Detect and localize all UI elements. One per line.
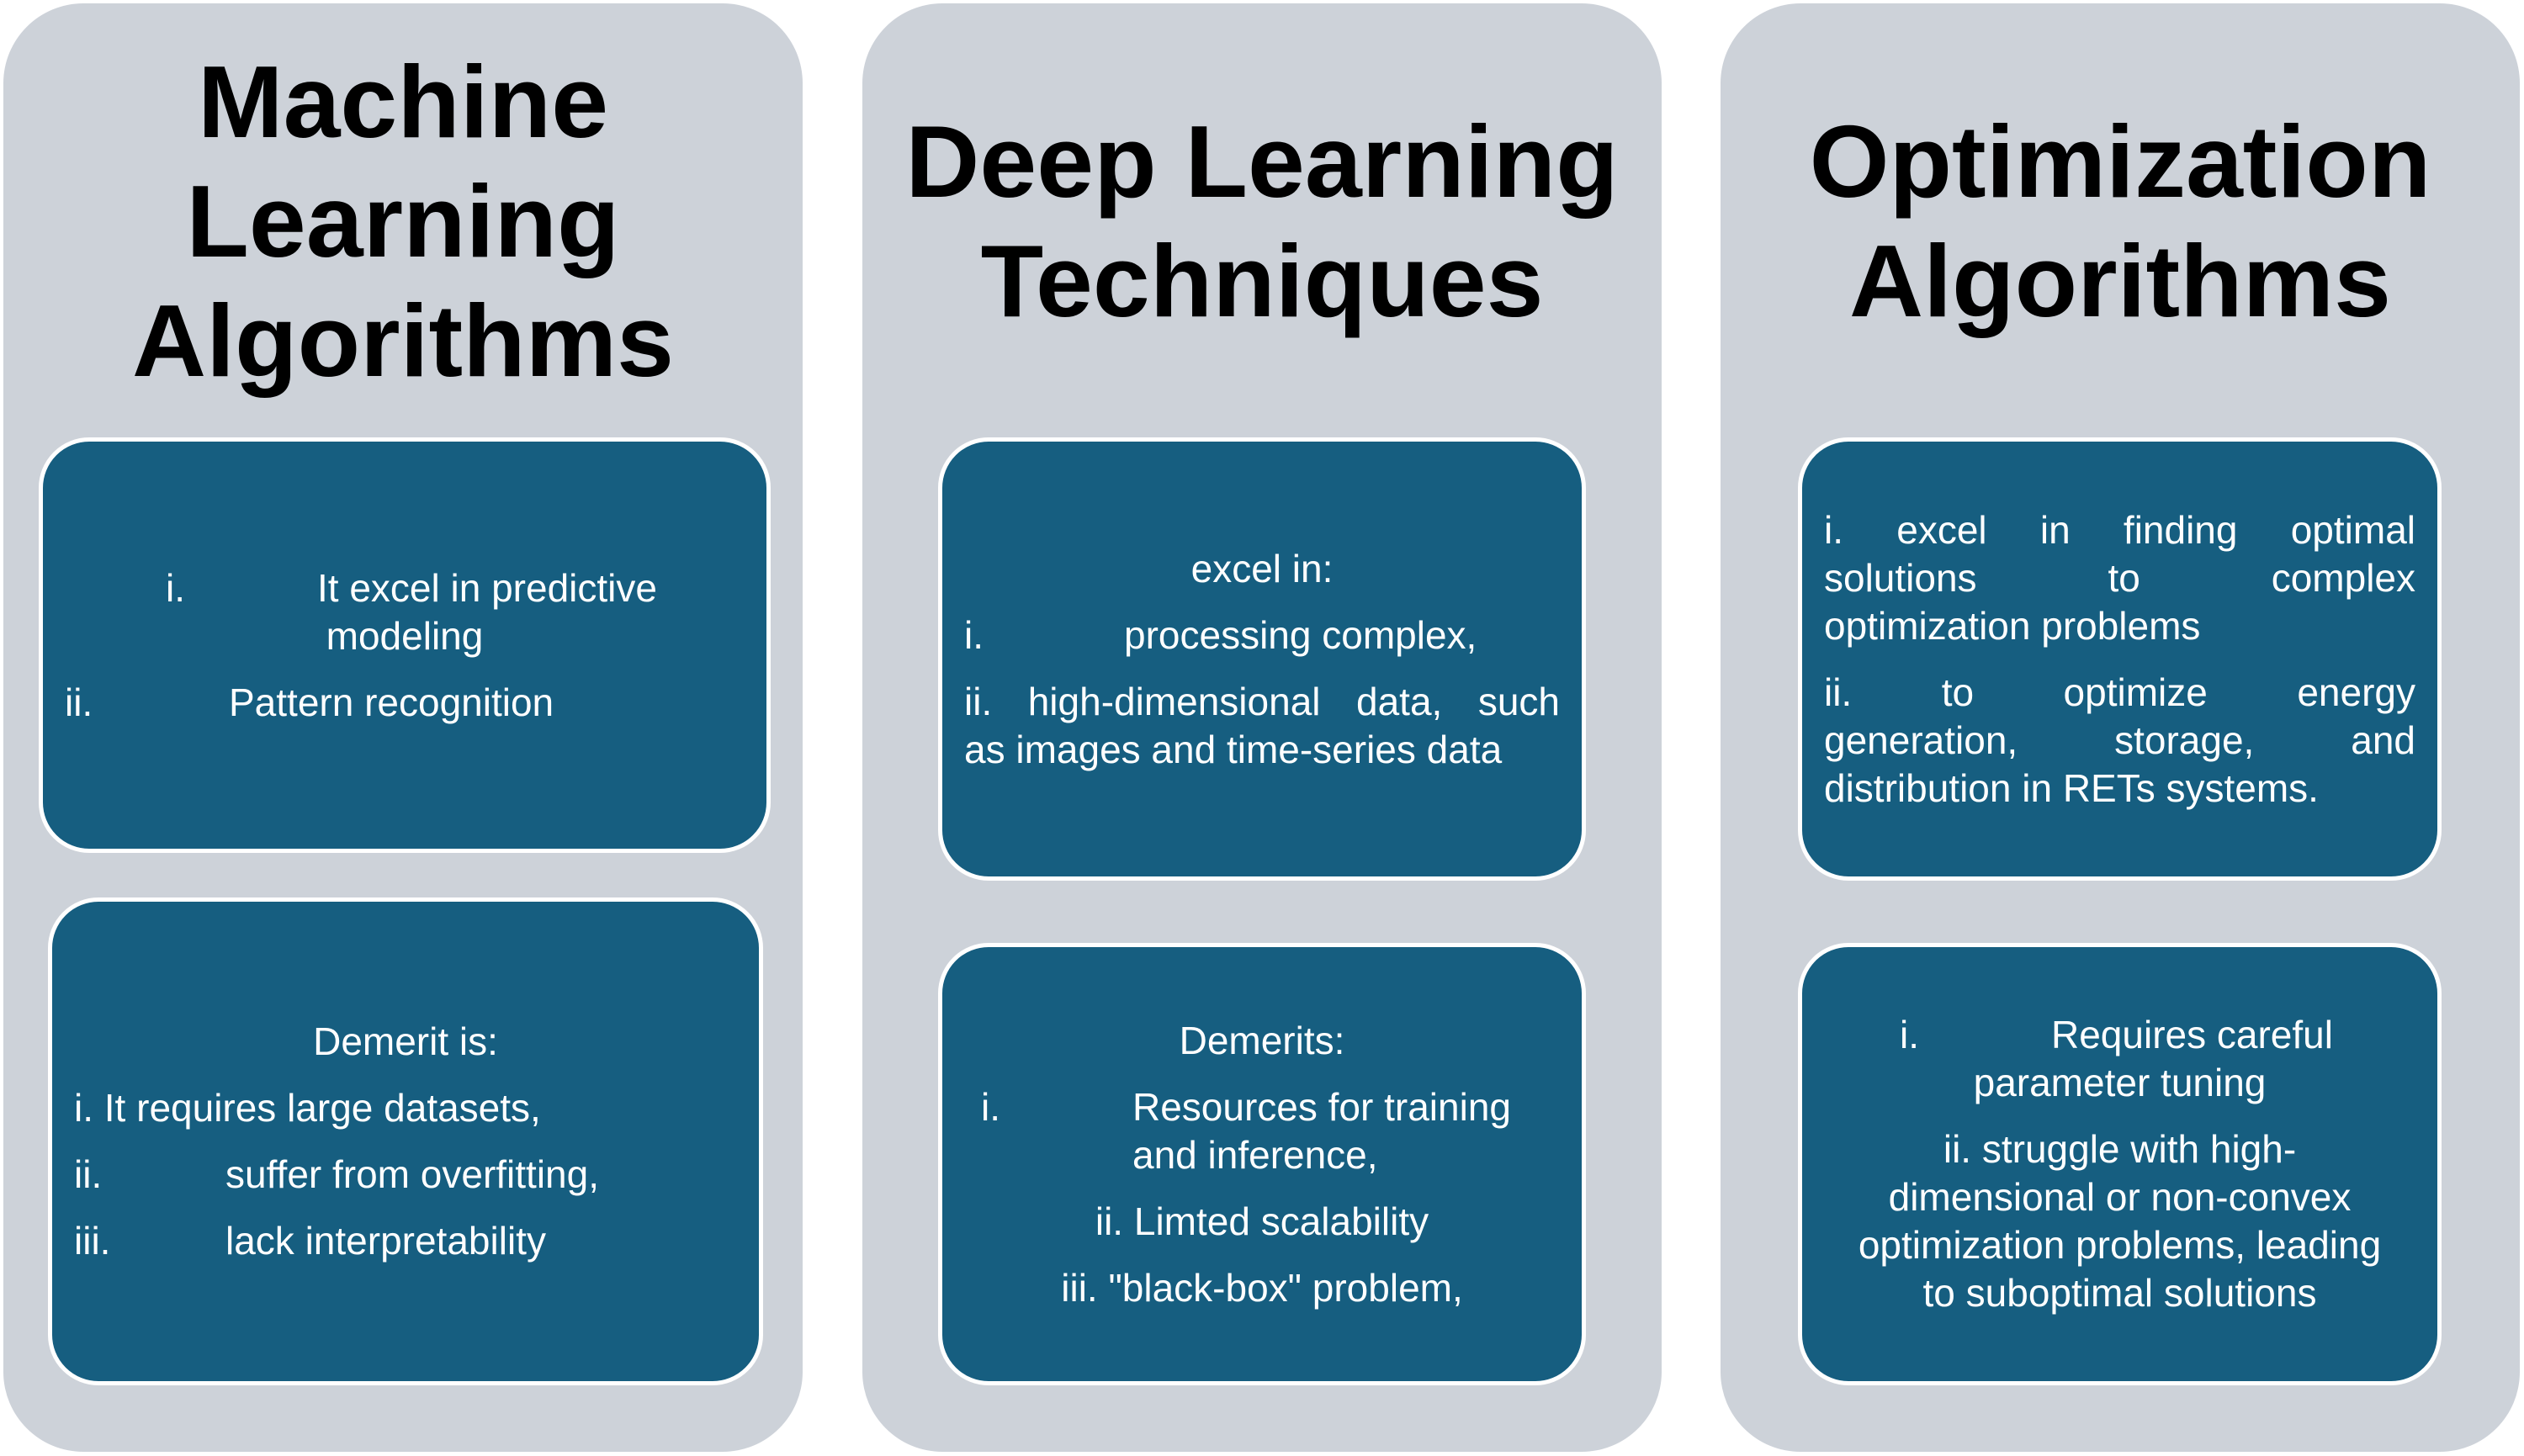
- list-item: ii. struggle with high-: [1943, 1127, 2297, 1171]
- list-item: ii. Pattern recognition: [65, 679, 745, 727]
- demerits-box: Demerits: i. Resources for training and i…: [938, 943, 1586, 1385]
- list-item: i. Requires careful: [1824, 1011, 2415, 1059]
- list-item: ii. Limted scalability: [1095, 1199, 1429, 1243]
- list-item: i. It requires large datasets,: [74, 1086, 541, 1130]
- list-item-continuation: optimization problems, leading: [1858, 1223, 2382, 1267]
- item-continuation: parameter tuning: [1973, 1061, 2267, 1104]
- title-line: Techniques: [980, 224, 1544, 338]
- item-text: Resources for training: [1132, 1084, 1511, 1129]
- strengths-heading: excel in:: [1190, 546, 1334, 590]
- demerits-heading: Demerit is:: [313, 1019, 498, 1063]
- item-text: lack interpretability: [225, 1219, 546, 1263]
- title-line: Algorithms: [1849, 224, 2391, 338]
- list-item: i. excel in finding optimal: [1824, 507, 2415, 552]
- strengths-box: i. It excel in predictive modeling ii. Pat…: [39, 437, 771, 853]
- item-text: Requires careful: [2051, 1013, 2333, 1056]
- panel-optimization: Optimization Algorithms i. excel in find…: [1721, 3, 2520, 1452]
- list-item: ii. to optimize energy: [1824, 670, 2415, 714]
- panel-deep-learning: Deep Learning Techniques excel in: i. pro…: [862, 3, 1662, 1452]
- panel-title: Machine Learning Algorithms: [3, 42, 803, 400]
- item-text: processing complex,: [1124, 612, 1477, 657]
- list-item-continuation: optimization problems: [1824, 603, 2201, 648]
- list-item-continuation: to suboptimal solutions: [1922, 1271, 2317, 1315]
- item-text: It excel in predictive: [317, 565, 657, 610]
- list-item: i. processing complex,: [964, 612, 1560, 659]
- strengths-box: excel in: i. processing complex, ii. high…: [938, 437, 1586, 881]
- strengths-box: i. excel in finding optimal solutions to…: [1798, 437, 2442, 881]
- title-line: Learning: [186, 164, 620, 278]
- list-item: i. It excel in predictive: [65, 564, 745, 612]
- list-item: iii. lack interpretability: [74, 1217, 737, 1265]
- list-item-continuation: dimensional or non-convex: [1888, 1175, 2352, 1219]
- list-item: iii. "black-box" problem,: [1061, 1265, 1463, 1310]
- title-line: Algorithms: [132, 283, 674, 398]
- list-item: ii. high-dimensional data, such: [964, 679, 1560, 723]
- item-text: Pattern recognition: [229, 680, 554, 724]
- title-line: Deep Learning: [905, 104, 1619, 219]
- item-continuation: and inference,: [1132, 1132, 1378, 1177]
- item-continuation: modeling: [326, 613, 484, 658]
- panel-title: Deep Learning Techniques: [862, 102, 1662, 341]
- title-line: Optimization: [1809, 104, 2431, 219]
- item-number: ii.: [74, 1152, 103, 1196]
- item-number: ii.: [65, 680, 93, 724]
- item-text: suffer from overfitting,: [225, 1152, 599, 1196]
- item-number: i.: [981, 1084, 1000, 1129]
- panel-title: Optimization Algorithms: [1721, 102, 2520, 341]
- item-number: i.: [166, 565, 185, 610]
- list-item-continuation: generation, storage, and: [1824, 717, 2415, 762]
- list-item-continuation: solutions to complex: [1824, 555, 2415, 600]
- list-item: ii. suffer from overfitting,: [74, 1151, 737, 1199]
- title-line: Machine: [197, 45, 609, 159]
- item-number: iii.: [74, 1219, 111, 1263]
- panel-machine-learning: Machine Learning Algorithms i. It excel i…: [3, 3, 803, 1452]
- list-item-continuation: as images and time-series data: [964, 727, 1503, 771]
- demerits-box: i. Requires careful parameter tuning ii. …: [1798, 943, 2442, 1385]
- demerits-heading: Demerits:: [1179, 1018, 1345, 1062]
- item-number: i.: [1900, 1013, 1919, 1056]
- list-item: i. Resources for training: [964, 1083, 1560, 1131]
- demerits-box: Demerit is: i. It requires large dataset…: [48, 897, 763, 1385]
- list-item-continuation: distribution in RETs systems.: [1824, 765, 2319, 810]
- item-number: i.: [964, 612, 984, 657]
